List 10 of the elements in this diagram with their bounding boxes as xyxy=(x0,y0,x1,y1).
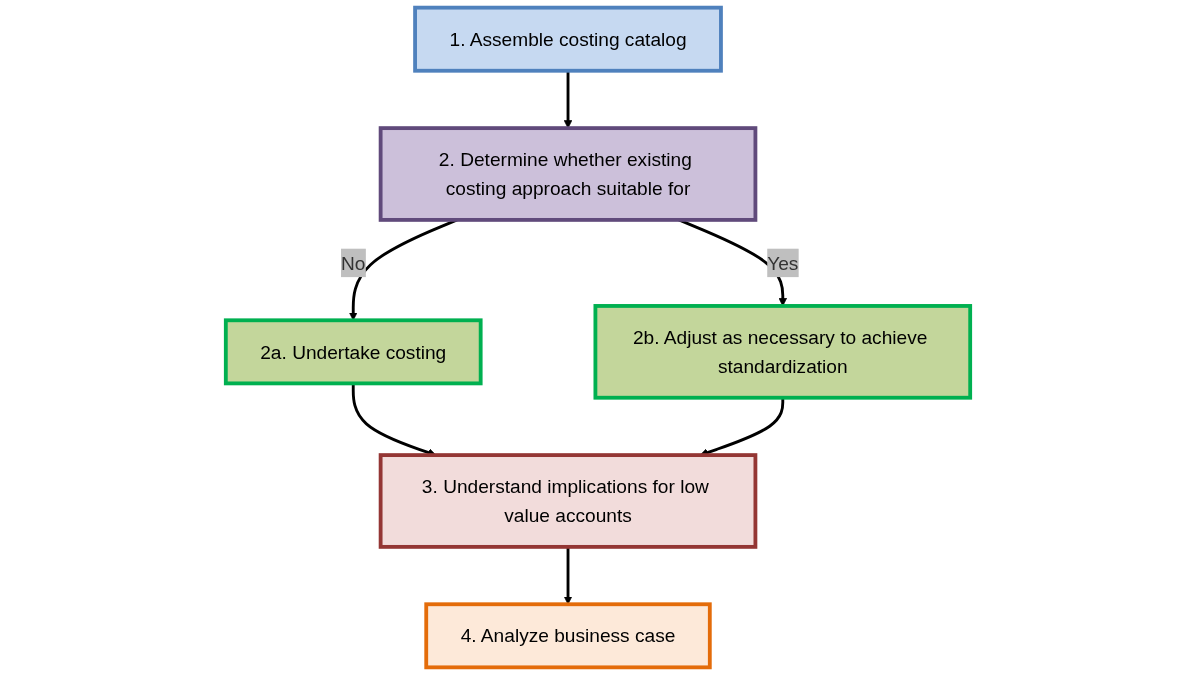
arrow xyxy=(563,546,573,605)
node-box: 1. Assemble costing catalog xyxy=(413,5,723,73)
edge-label: Yes xyxy=(767,252,799,274)
node-box: 4. Analyze business case xyxy=(424,602,712,670)
node-box: 3. Understand implications for low value accounts xyxy=(378,453,758,549)
node-box: 2. Determine whether existing costing approach suitable for xyxy=(378,126,758,222)
node-box: 2a. Undertake costing xyxy=(223,318,483,386)
node-box: 2b. Adjust as necessary to achieve standardization xyxy=(593,304,973,400)
edge-label: No xyxy=(341,252,366,274)
arrow xyxy=(563,70,573,129)
